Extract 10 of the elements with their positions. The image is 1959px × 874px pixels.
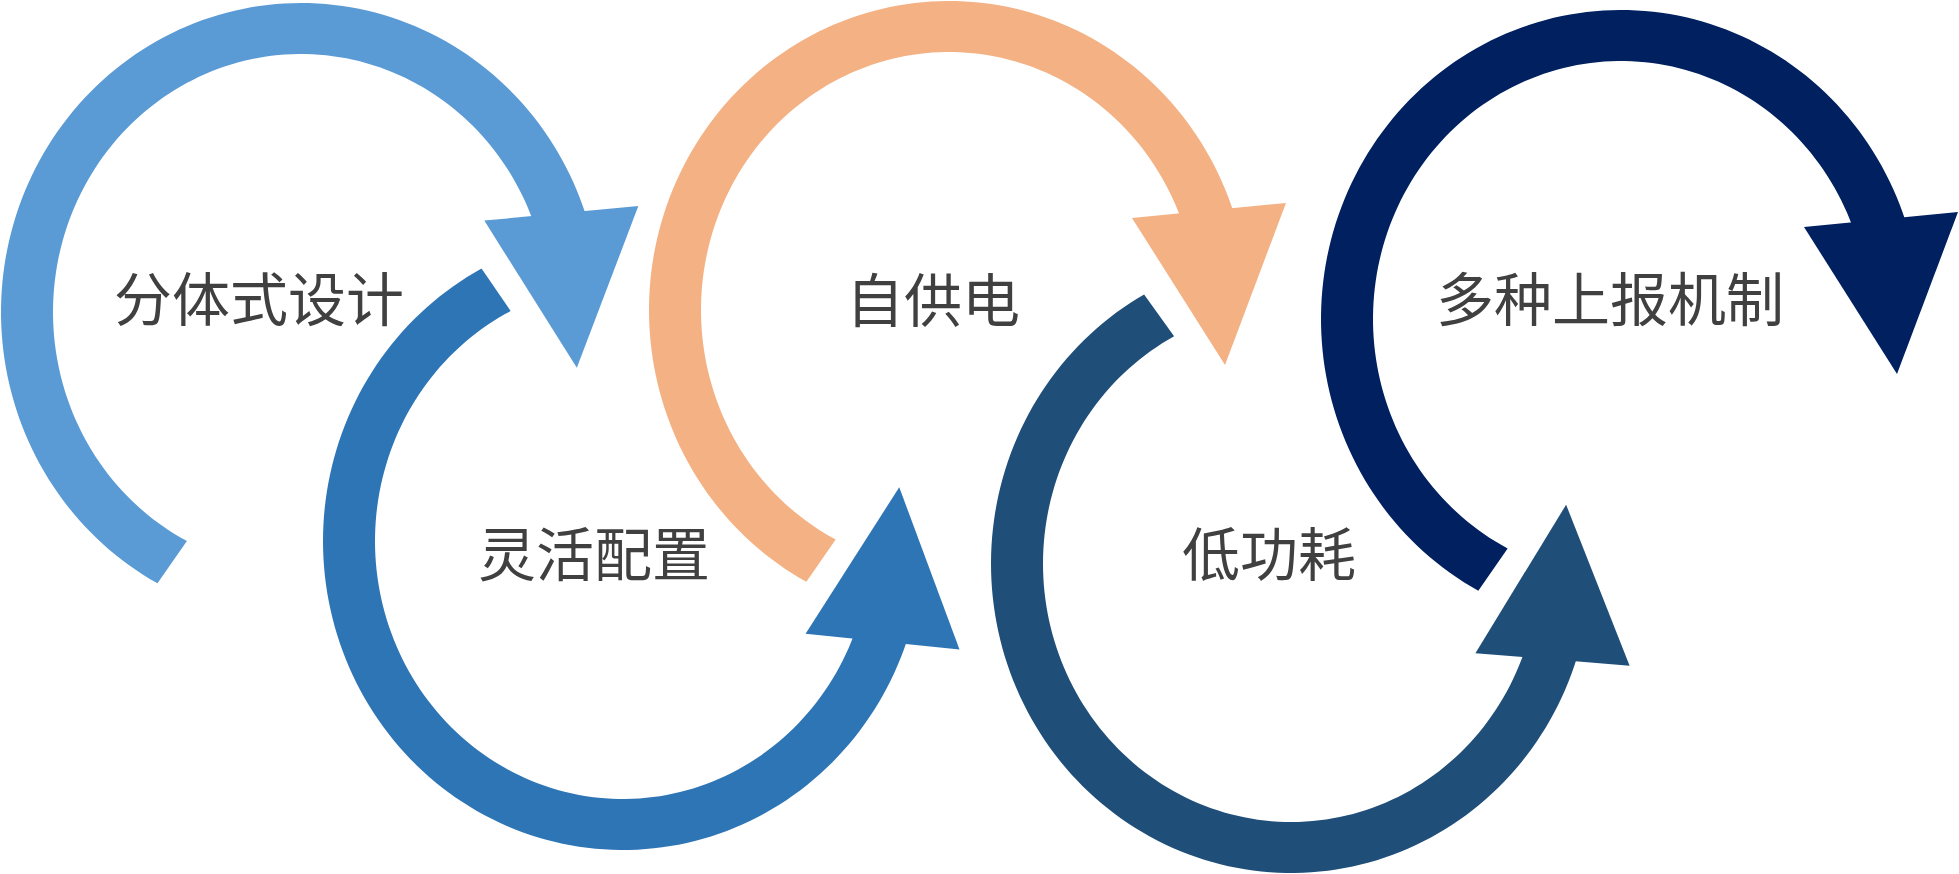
feature-label: 低功耗: [1182, 527, 1356, 585]
circular-arrow: [1321, 10, 1958, 591]
feature-label: 灵活配置: [478, 527, 710, 585]
feature-label: 分体式设计: [114, 272, 404, 330]
circular-arrow: [323, 268, 960, 850]
feature-label: 多种上报机制: [1436, 272, 1784, 330]
feature-label: 自供电: [846, 273, 1020, 331]
circular-arrow: [991, 294, 1630, 873]
circular-arrow: [1, 3, 639, 584]
circular-arrow: [649, 1, 1286, 582]
